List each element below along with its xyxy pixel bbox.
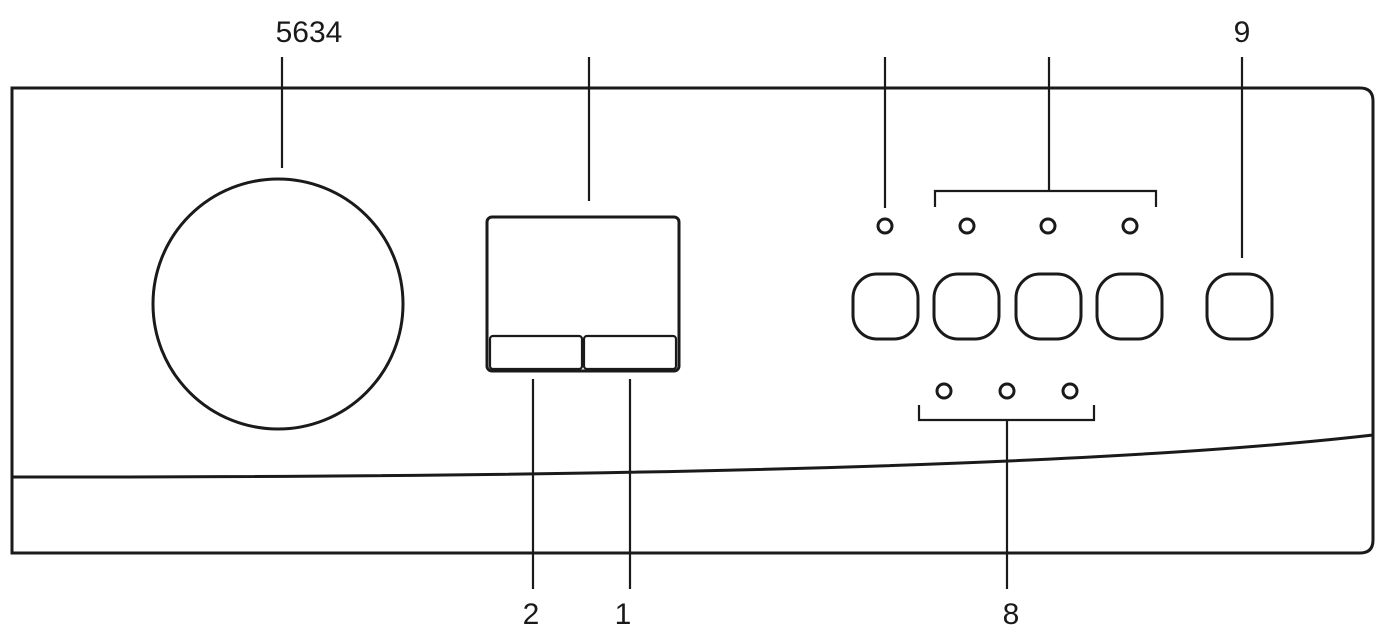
- bracket-upper-lamps: [933, 189, 1158, 207]
- callout-label-dial: 5634: [276, 16, 343, 49]
- display-left-button[interactable]: [488, 334, 584, 371]
- indicator-lamp: [958, 217, 976, 235]
- function-button[interactable]: [1014, 272, 1083, 341]
- indicator-lamp: [1039, 217, 1057, 235]
- indicator-lamp: [1121, 217, 1139, 235]
- function-button[interactable]: [932, 272, 1001, 341]
- function-button[interactable]: [851, 272, 920, 341]
- bracket-lower-lamps: [917, 405, 1096, 422]
- indicator-lamp: [876, 217, 894, 235]
- indicator-lamp: [998, 382, 1016, 400]
- indicator-lamp: [1061, 382, 1079, 400]
- callout-label-left-button: 2: [523, 598, 540, 631]
- callout-label-lower-lamps: 8: [1003, 598, 1020, 631]
- callout-label-right-button: 1: [615, 598, 632, 631]
- display-right-button[interactable]: [582, 334, 678, 371]
- display-screen: [485, 215, 681, 373]
- start-button[interactable]: [1205, 272, 1274, 341]
- indicator-lamp: [935, 382, 953, 400]
- callout-label-start: 9: [1234, 16, 1251, 49]
- panel-outline: [10, 86, 1375, 555]
- function-button[interactable]: [1095, 272, 1164, 341]
- program-selector-dial[interactable]: [151, 177, 405, 431]
- panel-trim-curve: [11, 433, 1374, 479]
